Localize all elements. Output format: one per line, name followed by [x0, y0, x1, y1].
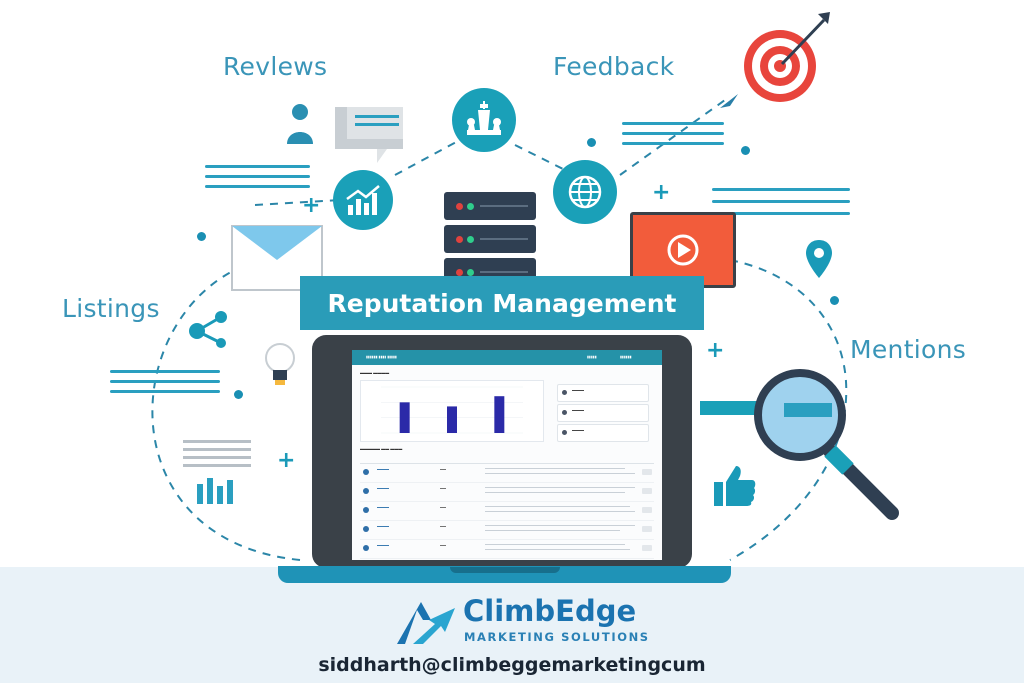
table-header — [360, 456, 654, 464]
magnifier-icon — [700, 369, 899, 520]
plus-decoration: + — [302, 193, 321, 218]
dashboard-topbar: ▮▮▮▮▮▮ ▮▮▮▮ ▮▮▮▮▮ ▮▮▮▮▮ ▮▮▮▮▮▮ — [352, 350, 662, 365]
growth-chart-icon — [333, 170, 393, 230]
summary-card: ▬▬▬▬ — [557, 384, 649, 402]
chart-bar — [494, 396, 505, 433]
brand-tagline: MARKETING SOLUTIONS — [464, 630, 650, 644]
climbedge-logo-icon — [397, 602, 455, 644]
target-icon — [744, 12, 830, 102]
bar-chart-icon — [183, 440, 251, 508]
dot-decoration — [587, 138, 596, 147]
chart-bar — [399, 402, 410, 433]
chart-bar — [447, 406, 457, 433]
video-play-icon — [630, 212, 736, 288]
contact-email: siddharth@climbeggemarketingcum — [318, 654, 706, 676]
dashboard-subtitle: ▬▬▬ ▬▬▬▬ — [360, 370, 390, 375]
dot-decoration — [197, 232, 206, 241]
brand-name: ClimbEdge — [463, 594, 637, 628]
label-feedback: Feedback — [553, 52, 675, 81]
share-icon — [189, 311, 227, 348]
footer-band — [0, 567, 1024, 683]
table-row: ▬▬▬▬▬▬ — [360, 521, 654, 540]
plus-decoration: + — [652, 180, 671, 205]
reputation-banner: Reputation Management — [300, 276, 704, 330]
lightbulb-icon — [265, 343, 295, 385]
label-reviews: Revlews — [223, 52, 328, 81]
bar-chart-svg — [381, 386, 523, 434]
summary-card: ▬▬▬▬ — [557, 424, 649, 442]
laptop-base — [278, 566, 731, 583]
dot-decoration — [234, 390, 243, 399]
table-row: ▬▬▬▬▬▬ — [360, 464, 654, 483]
banner-title: Reputation Management — [327, 288, 677, 318]
laptop-screen-dashboard: ▮▮▮▮▮▮ ▮▮▮▮ ▮▮▮▮▮ ▮▮▮▮▮ ▮▮▮▮▮▮ ▬▬▬ ▬▬▬▬ … — [352, 350, 662, 560]
speech-bubble-icon — [335, 107, 403, 163]
plus-decoration: + — [706, 338, 725, 363]
dot-decoration — [741, 146, 750, 155]
location-pin-icon — [806, 240, 832, 278]
thumbs-up-icon — [714, 466, 756, 506]
table-row: ▬▬▬▬▬▬ — [360, 483, 654, 502]
rocket-icon — [720, 94, 738, 108]
dot-decoration — [830, 296, 839, 305]
chess-icon — [452, 88, 516, 152]
laptop-notch — [450, 567, 560, 573]
bar-chart — [360, 380, 544, 442]
label-listings: Listings — [62, 294, 160, 323]
label-mentions: Mentions — [850, 335, 967, 364]
globe-icon — [553, 160, 617, 224]
summary-card: ▬▬▬▬ — [557, 404, 649, 422]
person-icon — [287, 104, 313, 144]
envelope-icon — [231, 225, 323, 291]
table-title: ▬▬▬▬▬ ▬▬ ▬▬▬ — [360, 446, 403, 451]
plus-decoration: + — [277, 448, 296, 473]
table-row: ▬▬▬▬▬▬ — [360, 540, 654, 559]
table-row: ▬▬▬▬▬▬ — [360, 502, 654, 521]
